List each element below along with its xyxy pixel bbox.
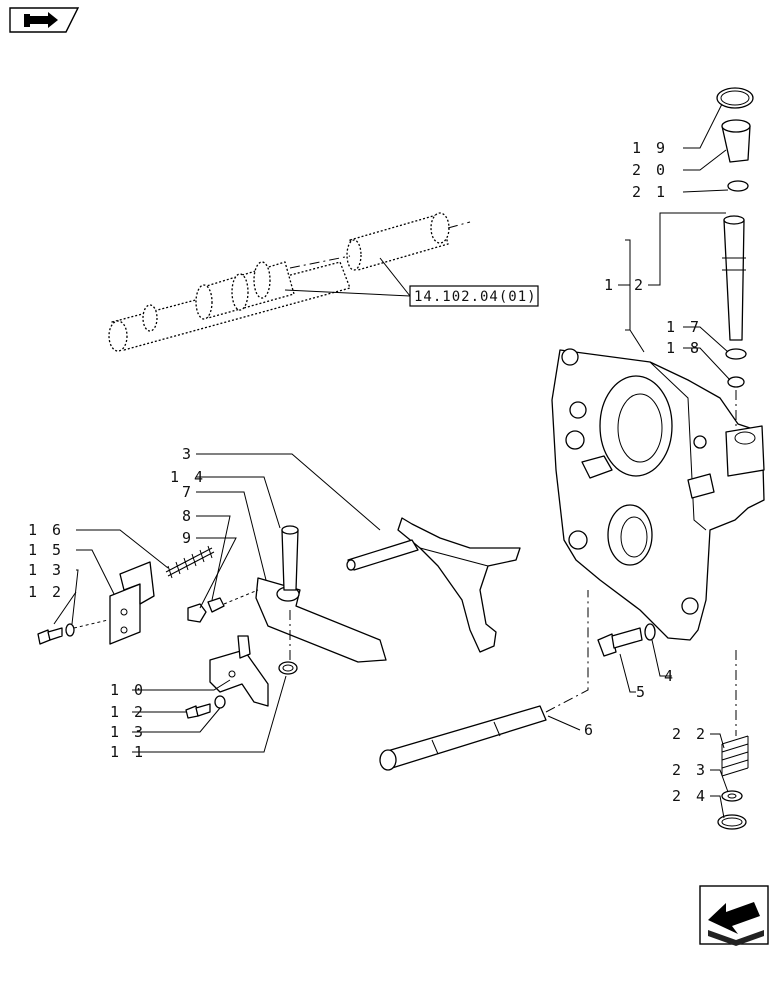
callout-16: 1 6 [28, 521, 64, 539]
callout-12-upper: 1 2 [28, 583, 64, 601]
callout-21: 2 1 [632, 183, 668, 201]
gearbox-housing [551, 348, 765, 641]
shift-arm [255, 525, 387, 663]
bracket-upper [109, 561, 155, 645]
callout-18: 1 8 [666, 339, 702, 357]
callout-labels: 1 9 2 0 2 1 1 2 1 7 1 8 3 1 4 7 8 9 1 6 … [28, 139, 708, 805]
callout-13-upper: 1 3 [28, 561, 64, 579]
nut [187, 597, 225, 623]
reference-text: 14.102.04(01) [414, 289, 537, 305]
callout-1: 1 [604, 276, 616, 294]
callout-11: 1 1 [110, 743, 146, 761]
callout-23: 2 3 [672, 761, 708, 779]
callout-15: 1 5 [28, 541, 64, 559]
callout-20: 2 0 [632, 161, 668, 179]
spring-22 [721, 735, 749, 777]
callout-12-lower: 1 2 [110, 703, 146, 721]
bracket-lower [209, 635, 269, 707]
housing-bolt [597, 623, 656, 657]
plunger-2 [722, 215, 746, 341]
callout-4: 4 [664, 667, 676, 685]
callout-14: 1 4 [170, 468, 206, 486]
bolt-upper [37, 623, 75, 645]
callout-22: 2 2 [672, 725, 708, 743]
navigation-arrow-icon[interactable] [699, 885, 769, 946]
bush-17 [725, 348, 747, 360]
bolt-lower [185, 695, 226, 719]
callout-19: 1 9 [632, 139, 668, 157]
spring [165, 545, 215, 579]
callout-10: 1 0 [110, 681, 146, 699]
callout-7: 7 [182, 483, 194, 501]
seal-21 [727, 180, 749, 192]
circlip-19 [716, 87, 754, 109]
splined-shaft [108, 212, 471, 352]
plug-20 [721, 119, 751, 163]
callout-6: 6 [584, 721, 596, 739]
shift-fork [346, 517, 521, 653]
callout-17: 1 7 [666, 318, 702, 336]
book-arrow-icon[interactable] [9, 7, 80, 33]
callout-5: 5 [636, 683, 648, 701]
ring-18 [727, 376, 745, 388]
callout-8: 8 [182, 507, 194, 525]
reference-box[interactable]: 14.102.04(01) [409, 285, 539, 307]
selector-rod [379, 705, 547, 771]
washer-23 [721, 790, 743, 802]
callout-9: 9 [182, 529, 194, 547]
callout-13-lower: 1 3 [110, 723, 146, 741]
callout-24: 2 4 [672, 787, 708, 805]
leader-lines [53, 103, 731, 819]
circlip-24 [717, 814, 747, 830]
callout-3: 3 [182, 445, 194, 463]
callout-2: 2 [634, 276, 646, 294]
clip [278, 661, 298, 675]
